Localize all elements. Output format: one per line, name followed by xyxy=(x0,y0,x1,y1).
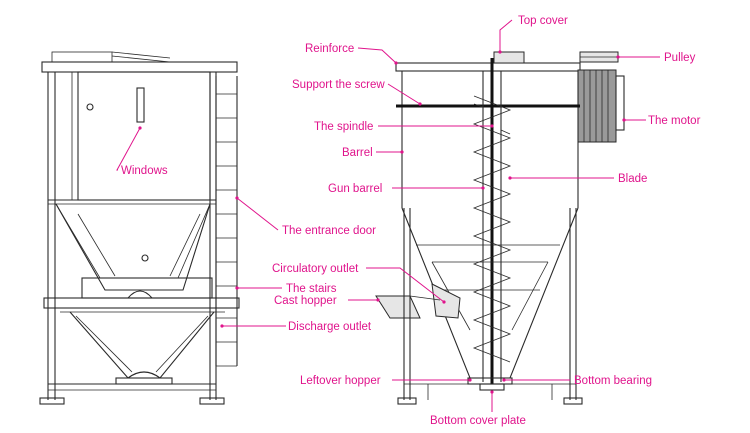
stairs-ladder xyxy=(215,76,238,367)
label-reinforce: Reinforce xyxy=(305,43,354,55)
label-spindle: The spindle xyxy=(314,121,373,133)
section-view xyxy=(375,51,625,405)
callout-lines xyxy=(116,19,660,412)
screw-blades xyxy=(472,95,512,363)
label-cast-hopper: Cast hopper xyxy=(274,295,337,307)
label-discharge-outlet: Discharge outlet xyxy=(288,321,372,333)
front-platform xyxy=(43,297,240,309)
front-top-cap xyxy=(51,51,113,63)
label-windows: Windows xyxy=(121,165,168,177)
circulatory-outlet xyxy=(431,283,461,319)
label-support-screw: Support the screw xyxy=(292,79,385,91)
window xyxy=(136,87,145,123)
label-entrance-door: The entrance door xyxy=(282,225,376,237)
label-top-cover: Top cover xyxy=(518,15,568,27)
cast-hopper xyxy=(375,295,421,319)
front-view xyxy=(39,51,240,405)
label-gun-barrel: Gun barrel xyxy=(328,183,382,195)
leftover-hopper xyxy=(467,377,513,385)
label-bottom-bearing: Bottom bearing xyxy=(574,375,652,387)
label-circulatory-outlet: Circulatory outlet xyxy=(272,263,359,275)
label-leftover-hopper: Leftover hopper xyxy=(300,375,381,387)
label-bottom-cover-plate: Bottom cover plate xyxy=(430,415,526,427)
section-top-plate xyxy=(395,62,581,72)
label-barrel: Barrel xyxy=(342,147,373,159)
label-pulley: Pulley xyxy=(664,52,696,64)
label-blade: Blade xyxy=(618,173,647,185)
label-stairs: The stairs xyxy=(286,283,337,295)
labels: Windows The entrance door The stairs Cas… xyxy=(121,15,701,427)
label-motor: The motor xyxy=(648,115,701,127)
front-top-plate xyxy=(41,61,238,73)
motor xyxy=(577,69,625,143)
top-cover-block xyxy=(493,51,525,64)
